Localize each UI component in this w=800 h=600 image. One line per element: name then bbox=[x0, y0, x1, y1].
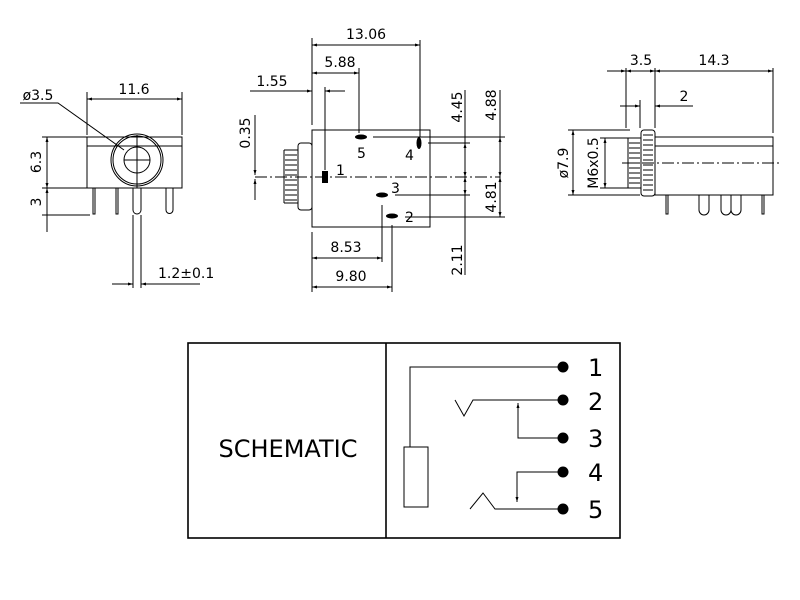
pin-label-5: 5 bbox=[357, 146, 366, 162]
terminal-2: 2 bbox=[588, 388, 603, 416]
side-thread bbox=[627, 137, 642, 189]
top-view: 1 2 3 4 5 13.06 5.88 1.55 0.35 8.53 9.80 bbox=[238, 27, 505, 292]
terminal-1: 1 bbox=[588, 354, 603, 382]
dim-hole-dia: ø3.5 bbox=[23, 88, 54, 104]
dim-pin-length: 3 bbox=[29, 198, 45, 207]
schematic-frame bbox=[187, 342, 621, 539]
front-pins bbox=[92, 188, 174, 215]
pin-label-2: 2 bbox=[405, 210, 414, 226]
dim-14-3: 14.3 bbox=[698, 53, 729, 69]
dim-pin-width: 1.2±0.1 bbox=[158, 266, 214, 282]
pin-label-4: 4 bbox=[405, 148, 414, 164]
schematic-label: SCHEMATIC bbox=[219, 435, 358, 463]
dim-9-80: 9.80 bbox=[335, 269, 366, 285]
dim-outer-dia: ø7.9 bbox=[556, 148, 572, 179]
dim-width: 11.6 bbox=[118, 82, 149, 98]
dim-5-88: 5.88 bbox=[324, 55, 355, 71]
dim-13-06: 13.06 bbox=[346, 27, 386, 43]
terminal-5: 5 bbox=[588, 496, 603, 524]
sleeve-contact bbox=[403, 446, 429, 508]
front-view: 11.6 ø3.5 6.3 3 1.2±0.1 bbox=[20, 82, 214, 288]
dim-thread: M6x0.5 bbox=[586, 137, 602, 189]
dim-4-88: 4.88 bbox=[484, 89, 500, 120]
dim-4-45: 4.45 bbox=[450, 91, 466, 122]
dim-2: 2 bbox=[680, 89, 689, 105]
dim-2-11: 2.11 bbox=[450, 244, 466, 275]
schematic: SCHEMATIC 1 2 3 4 5 bbox=[187, 342, 621, 539]
side-pins bbox=[665, 195, 765, 216]
dim-4-81: 4.81 bbox=[484, 181, 500, 212]
terminal-dots bbox=[557, 361, 569, 515]
terminal-4: 4 bbox=[588, 459, 603, 487]
dim-body-height: 6.3 bbox=[29, 151, 45, 173]
dim-0-35: 0.35 bbox=[238, 117, 254, 148]
pin-label-1: 1 bbox=[336, 163, 345, 179]
front-body bbox=[86, 136, 183, 189]
pins-markers bbox=[322, 134, 422, 219]
dim-1-55: 1.55 bbox=[256, 74, 287, 90]
pin-label-3: 3 bbox=[391, 181, 400, 197]
dim-3-5: 3.5 bbox=[630, 53, 652, 69]
side-view: 3.5 14.3 2 ø7.9 M6x0.5 bbox=[556, 53, 780, 216]
terminal-3: 3 bbox=[588, 425, 603, 453]
dim-8-53: 8.53 bbox=[330, 240, 361, 256]
